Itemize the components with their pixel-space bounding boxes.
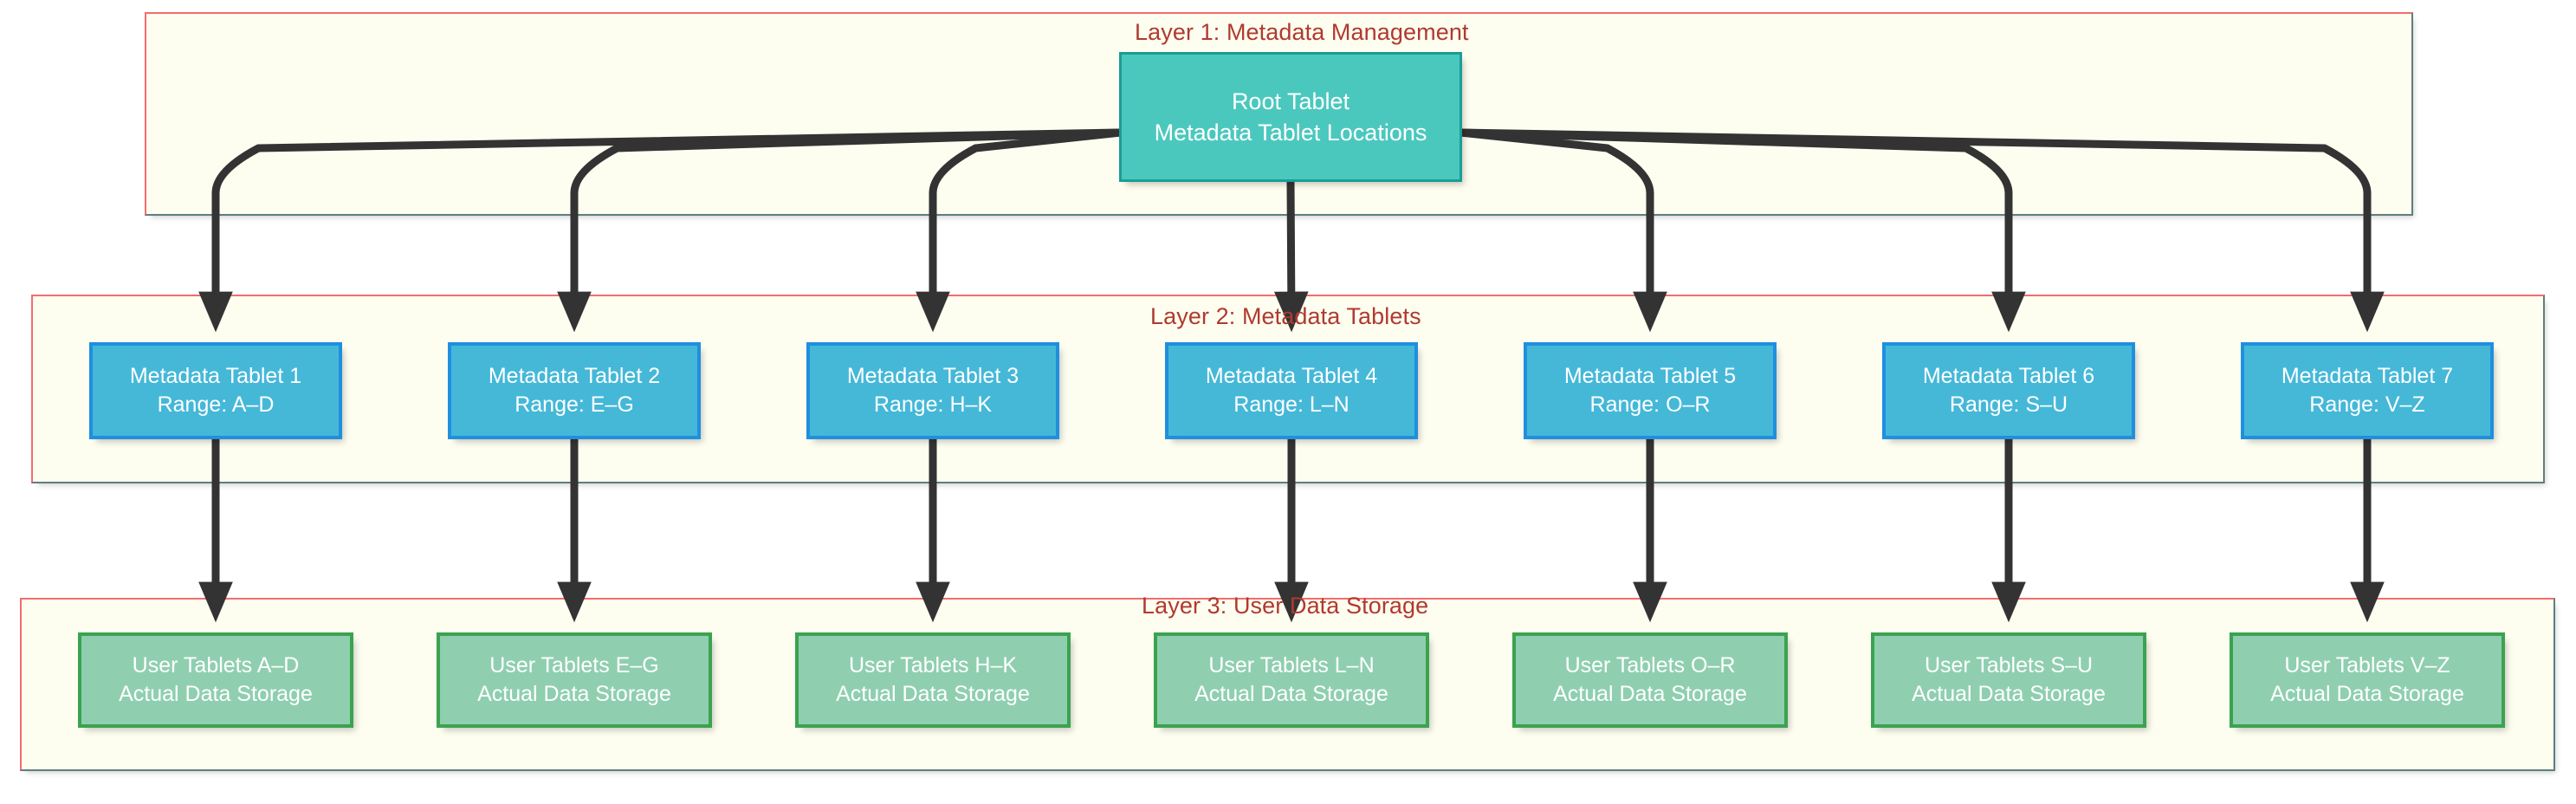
node-user-tablet-5[interactable]: User Tablets O–R Actual Data Storage <box>1512 632 1788 728</box>
node-user-tablet-3-line2: Actual Data Storage <box>836 682 1030 706</box>
node-metadata-tablet-3-line2: Range: H–K <box>873 392 993 417</box>
edge <box>198 128 1122 333</box>
node-metadata-tablet-6-line2: Range: S–U <box>1949 392 2068 417</box>
node-metadata-tablet-3[interactable]: Metadata Tablet 3 Range: H–K <box>806 342 1059 439</box>
node-metadata-tablet-1-line2: Range: A–D <box>157 392 275 417</box>
edge <box>916 128 1122 333</box>
node-user-tablet-4-line1: User Tablets L–N <box>1208 652 1375 678</box>
node-user-tablet-7-line1: User Tablets V–Z <box>2284 652 2450 678</box>
node-user-tablet-3-line1: User Tablets H–K <box>848 652 1018 678</box>
node-metadata-tablet-1-line1: Metadata Tablet 1 <box>129 363 302 388</box>
node-user-tablet-6-line1: User Tablets S–U <box>1924 652 2094 678</box>
node-metadata-tablet-5[interactable]: Metadata Tablet 5 Range: O–R <box>1524 342 1777 439</box>
node-user-tablet-6-line2: Actual Data Storage <box>1912 682 2106 706</box>
edge <box>1460 128 2026 333</box>
node-root-tablet-line1: Root Tablet <box>1231 88 1350 114</box>
node-user-tablet-3[interactable]: User Tablets H–K Actual Data Storage <box>795 632 1071 728</box>
node-metadata-tablet-4-line2: Range: L–N <box>1233 392 1349 417</box>
node-metadata-tablet-2-line1: Metadata Tablet 2 <box>488 363 661 388</box>
node-metadata-tablet-1[interactable]: Metadata Tablet 1 Range: A–D <box>89 342 342 439</box>
node-user-tablet-5-line1: User Tablets O–R <box>1564 652 1736 678</box>
layer-title-1: Layer 1: Metadata Management <box>1135 19 1469 45</box>
node-metadata-tablet-4-line1: Metadata Tablet 4 <box>1205 363 1378 388</box>
node-user-tablet-7-line2: Actual Data Storage <box>2270 682 2464 706</box>
node-metadata-tablet-2-line2: Range: E–G <box>515 392 634 417</box>
node-metadata-tablet-5-line1: Metadata Tablet 5 <box>1563 363 1737 388</box>
edge <box>1460 128 2385 333</box>
node-user-tablet-5-line2: Actual Data Storage <box>1553 682 1747 706</box>
node-user-tablet-1-line2: Actual Data Storage <box>119 682 313 706</box>
layer-title-3: Layer 3: User Data Storage <box>1142 593 1429 619</box>
node-metadata-tablet-7-line1: Metadata Tablet 7 <box>2281 363 2454 388</box>
node-user-tablet-4[interactable]: User Tablets L–N Actual Data Storage <box>1154 632 1429 728</box>
node-user-tablet-2[interactable]: User Tablets E–G Actual Data Storage <box>437 632 712 728</box>
node-metadata-tablet-5-line2: Range: O–R <box>1589 392 1711 417</box>
node-metadata-tablet-7[interactable]: Metadata Tablet 7 Range: V–Z <box>2241 342 2494 439</box>
node-metadata-tablet-6-line1: Metadata Tablet 6 <box>1922 363 2095 388</box>
node-user-tablet-2-line2: Actual Data Storage <box>477 682 671 706</box>
node-metadata-tablet-4[interactable]: Metadata Tablet 4 Range: L–N <box>1165 342 1418 439</box>
node-user-tablet-2-line1: User Tablets E–G <box>489 652 659 678</box>
node-metadata-tablet-6[interactable]: Metadata Tablet 6 Range: S–U <box>1882 342 2135 439</box>
node-metadata-tablet-7-line2: Range: V–Z <box>2309 392 2425 417</box>
node-user-tablet-6[interactable]: User Tablets S–U Actual Data Storage <box>1871 632 2146 728</box>
layer-title-2: Layer 2: Metadata Tablets <box>1150 303 1421 329</box>
node-user-tablet-1-line1: User Tablets A–D <box>132 652 300 678</box>
node-root-tablet[interactable]: Root Tablet Metadata Tablet Locations <box>1119 52 1462 182</box>
node-metadata-tablet-3-line1: Metadata Tablet 3 <box>846 363 1019 388</box>
node-user-tablet-4-line2: Actual Data Storage <box>1194 682 1388 706</box>
edge <box>1460 128 1667 333</box>
node-user-tablet-1[interactable]: User Tablets A–D Actual Data Storage <box>78 632 353 728</box>
node-user-tablet-7[interactable]: User Tablets V–Z Actual Data Storage <box>2230 632 2505 728</box>
node-root-tablet-line2: Metadata Tablet Locations <box>1154 120 1427 146</box>
edge <box>557 128 1122 333</box>
node-metadata-tablet-2[interactable]: Metadata Tablet 2 Range: E–G <box>448 342 701 439</box>
